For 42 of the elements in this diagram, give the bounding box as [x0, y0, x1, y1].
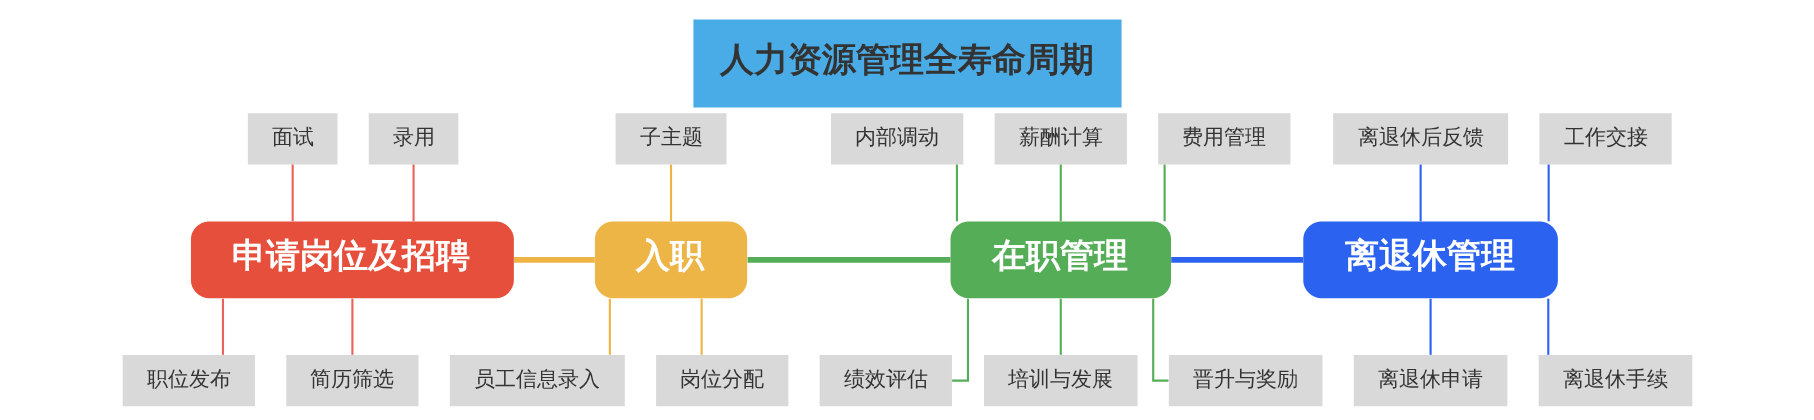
node-box: 离退休手续 — [1538, 355, 1692, 407]
node-box: 子主题 — [615, 113, 726, 165]
node-box: 简历筛选 — [285, 355, 419, 407]
node-box: 入职 — [594, 221, 747, 299]
node-box: 离退休管理 — [1302, 221, 1558, 299]
node-box: 内部调动 — [830, 113, 963, 165]
connector — [951, 298, 969, 382]
connector — [1059, 164, 1062, 222]
node-box: 工作交接 — [1538, 113, 1672, 165]
connector — [955, 164, 958, 222]
node-box: 费用管理 — [1157, 113, 1290, 165]
connector — [1419, 164, 1422, 222]
node-box: 职位发布 — [122, 355, 255, 407]
connector — [700, 298, 703, 355]
node-box: 录用 — [368, 113, 458, 165]
connector — [1151, 298, 1168, 382]
connector — [747, 256, 950, 263]
node-box: 在职管理 — [950, 221, 1171, 299]
connector — [1546, 298, 1549, 355]
connector — [513, 256, 595, 263]
connector — [1170, 256, 1303, 263]
connector — [1163, 164, 1166, 222]
connector — [291, 164, 294, 222]
node-box: 岗位分配 — [655, 355, 788, 407]
connector — [1547, 164, 1550, 222]
connector — [1059, 298, 1062, 355]
node-box: 员工信息录入 — [449, 355, 625, 407]
connector — [608, 298, 611, 355]
connector — [412, 164, 415, 222]
connector — [1429, 298, 1432, 355]
node-box: 绩效评估 — [819, 355, 952, 407]
connector — [221, 298, 224, 355]
node-box: 离退休申请 — [1353, 355, 1507, 407]
diagram-title: 人力资源管理全寿命周期 — [719, 38, 1094, 79]
connector — [350, 298, 353, 355]
node-box: 面试 — [247, 113, 337, 165]
node-box: 晋升与奖励 — [1168, 355, 1322, 407]
node-box: 申请岗位及招聘 — [190, 221, 514, 299]
node-box: 离退休后反馈 — [1332, 113, 1508, 165]
node-box: 培训与发展 — [983, 355, 1138, 407]
connector — [669, 164, 672, 222]
node-box: 薪酬计算 — [994, 113, 1127, 165]
